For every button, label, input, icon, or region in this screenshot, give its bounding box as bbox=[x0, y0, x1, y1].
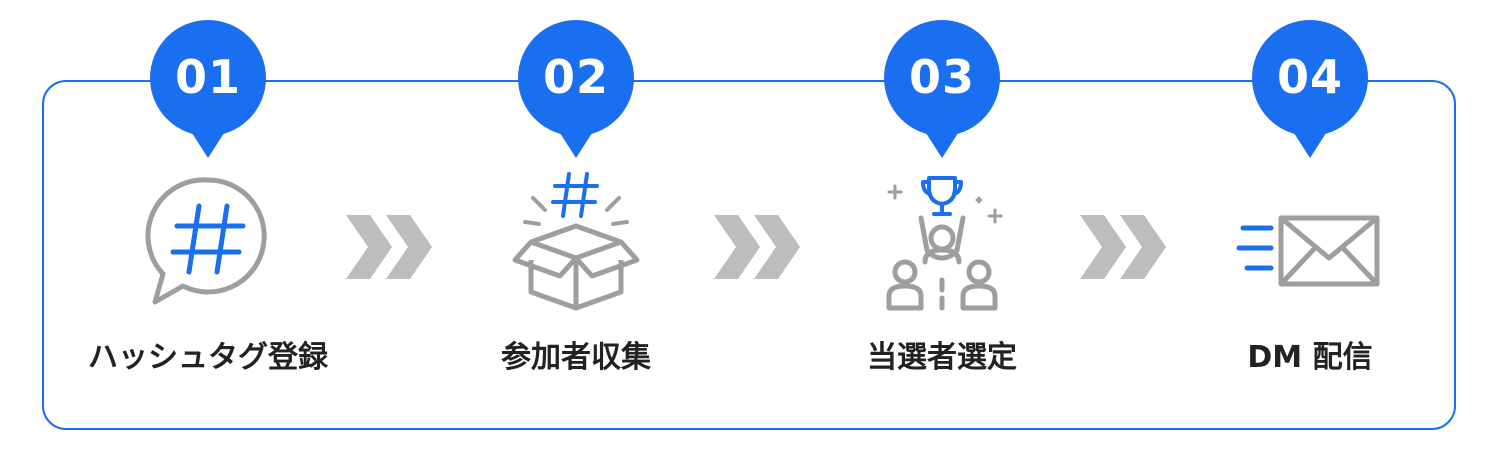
step-1: 01 ハッシュタグ登録 bbox=[78, 0, 338, 470]
step-2: 02 参加者収集 bbox=[446, 0, 706, 470]
step-3: 03 bbox=[812, 0, 1072, 470]
trophy-winner-icon bbox=[867, 168, 1017, 318]
step-badge-3: 03 bbox=[880, 18, 1004, 158]
step-label-3: 当選者選定 bbox=[867, 340, 1017, 375]
step-number-3: 03 bbox=[908, 50, 975, 104]
step-badge-2: 02 bbox=[514, 18, 638, 158]
hashtag-open-box-icon bbox=[501, 168, 651, 318]
step-number-2: 02 bbox=[542, 50, 609, 104]
step-badge-1: 01 bbox=[146, 18, 270, 158]
step-label-4: DM 配信 bbox=[1247, 340, 1373, 375]
step-number-1: 01 bbox=[174, 50, 241, 104]
double-chevron-right-icon bbox=[708, 207, 808, 287]
step-badge-4: 04 bbox=[1248, 18, 1372, 158]
double-chevron-right-icon bbox=[1074, 207, 1174, 287]
fast-mail-envelope-icon bbox=[1235, 168, 1385, 318]
step-number-4: 04 bbox=[1276, 50, 1343, 104]
double-chevron-right-icon bbox=[340, 207, 440, 287]
step-label-2: 参加者収集 bbox=[501, 340, 651, 375]
hashtag-chat-bubble-icon bbox=[133, 168, 283, 318]
step-label-1: ハッシュタグ登録 bbox=[88, 340, 328, 375]
step-4: 04 DM 配信 bbox=[1180, 0, 1440, 470]
